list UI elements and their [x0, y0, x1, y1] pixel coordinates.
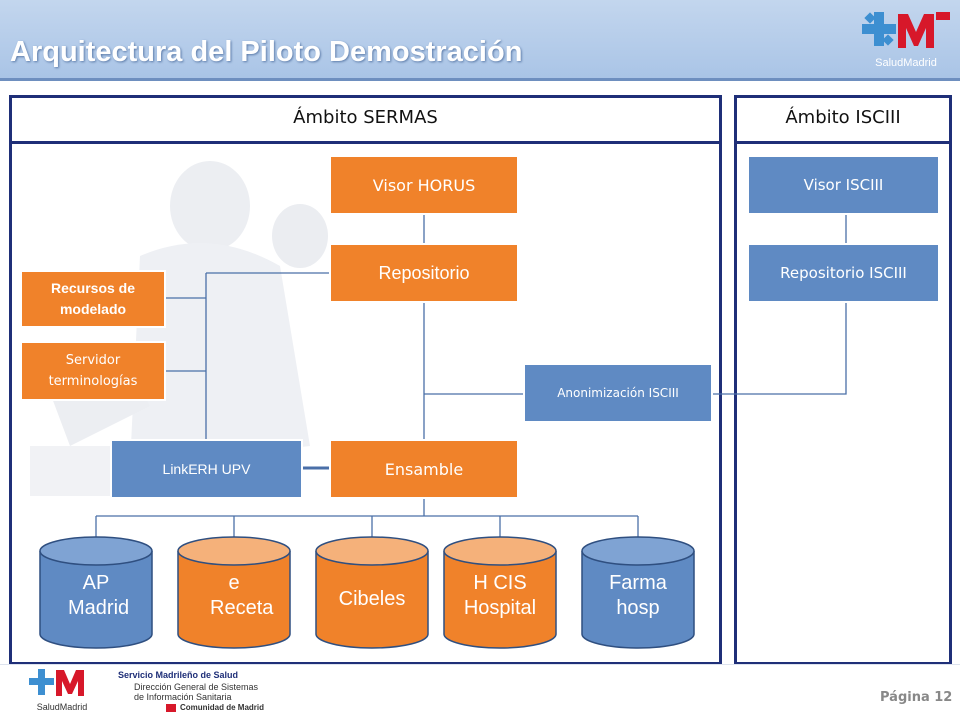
database-cylinder-icon — [177, 536, 291, 649]
panel-sermas-divider — [9, 141, 722, 144]
repositorio-isciii-box: Repositorio ISCIII — [747, 243, 940, 303]
salud-madrid-logo: SaludMadrid — [860, 8, 952, 72]
footer-salud-madrid-logo: SaludMadrid — [28, 666, 100, 716]
database-cylinder-icon — [581, 536, 695, 649]
database-label: AP Madrid — [68, 572, 130, 619]
panel-sermas-title: Ámbito SERMAS — [293, 107, 438, 128]
salud-madrid-logo-graphic: SaludMadrid — [862, 12, 950, 69]
recursos-modelado-box: Recursos de modelado — [20, 270, 166, 328]
page-title: Arquitectura del Piloto Demostración — [10, 36, 523, 68]
repositorio-box: Repositorio — [329, 243, 519, 303]
database-label: Cibeles — [338, 588, 406, 610]
database-farma-hosp: Farma hosp — [580, 535, 696, 650]
anonimizacion-isciii-box: Anonimización ISCIII — [523, 363, 713, 423]
logo-text: SaludMadrid — [875, 57, 937, 69]
database-e-receta: e Receta — [176, 535, 292, 650]
footer-org-sub1: Dirección General de Sistemas — [134, 682, 259, 692]
servidor-terminologias-box: Servidor terminologías — [20, 341, 166, 401]
panel-isciii-title: Ámbito ISCIII — [785, 107, 901, 128]
database-label: e Receta — [210, 572, 274, 619]
linkerh-upv-box: LinkERH UPV — [110, 439, 303, 499]
page-number: Página 12 — [880, 690, 953, 705]
database-label: H CIS Hospital — [463, 572, 537, 619]
footer-org-name: Servicio Madrileño de Salud — [118, 670, 239, 680]
header-bar — [0, 0, 960, 80]
database-cylinder-icon — [443, 536, 557, 649]
database-cibeles: Cibeles — [314, 535, 430, 650]
visor-horus-box: Visor HORUS — [329, 155, 519, 215]
footer-divider — [0, 664, 960, 665]
database-ap-madrid: AP Madrid — [38, 535, 154, 650]
footer-comunidad: Comunidad de Madrid — [180, 703, 264, 712]
footer-logo-graphic: SaludMadrid — [29, 669, 88, 712]
ensamble-box: Ensamble — [329, 439, 519, 499]
panel-sermas — [9, 95, 722, 665]
comunidad-flag-icon — [166, 704, 176, 712]
database-h-cis-hospital: H CIS Hospital — [442, 535, 558, 650]
database-cylinder-icon — [39, 536, 153, 649]
panel-isciii-divider — [734, 141, 952, 144]
visor-isciii-box: Visor ISCIII — [747, 155, 940, 215]
database-label: Farma hosp — [609, 572, 667, 619]
footer-org-sub2: de Información Sanitaria — [134, 692, 232, 702]
footer-logo-text: SaludMadrid — [37, 702, 88, 712]
panel-isciii — [734, 95, 952, 665]
database-cylinder-icon — [315, 536, 429, 649]
header-divider — [0, 78, 960, 81]
